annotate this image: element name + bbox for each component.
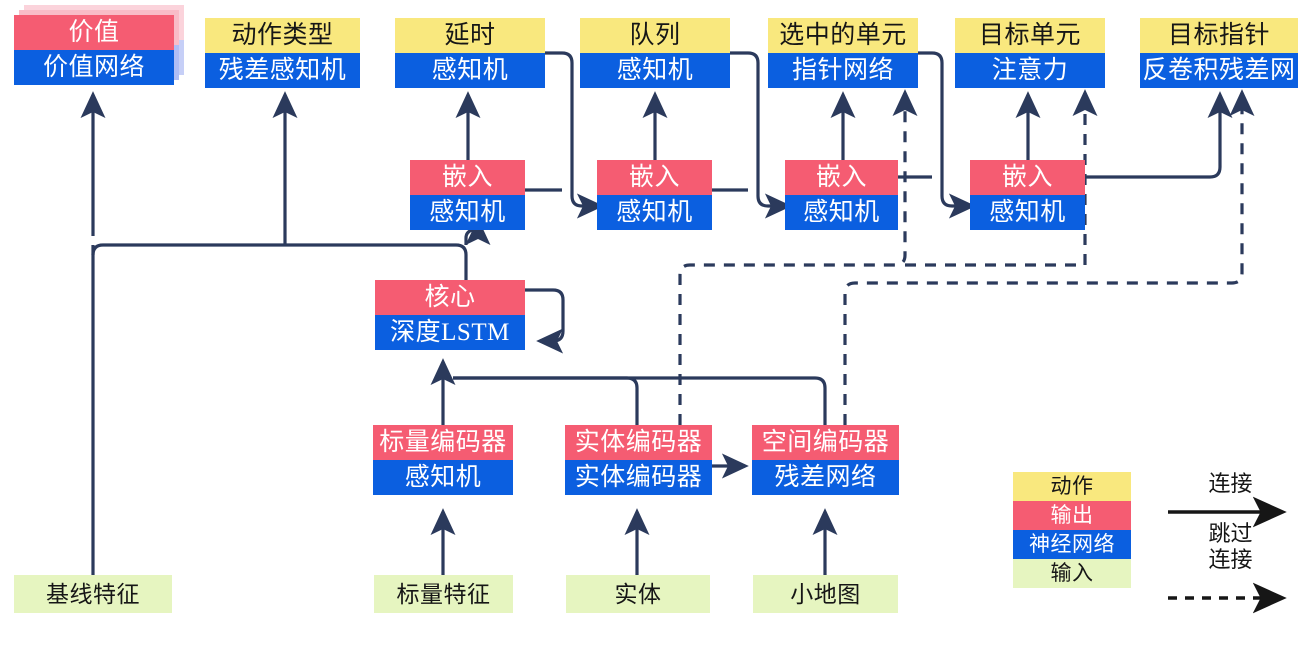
skip-entity-encoder-to-selected-unit: [678, 95, 907, 425]
node-entity-encoder-network-label: 实体编码器: [565, 460, 712, 495]
node-scalar-encoder[interactable]: 标量编码器 感知机: [373, 425, 513, 495]
node-embed-3-output-label: 嵌入: [785, 160, 898, 195]
legend-output-swatch: 输出: [1013, 501, 1131, 530]
input-baseline-features-label: 基线特征: [14, 575, 172, 613]
node-value-output-label: 价值: [14, 15, 174, 50]
node-selected-unit-action-label: 选中的单元: [768, 18, 918, 53]
node-target-unit-action-label: 目标单元: [955, 18, 1105, 53]
node-embed-1-output-label: 嵌入: [410, 160, 525, 195]
node-embed-4-output-label: 嵌入: [970, 160, 1085, 195]
node-delay-action-label: 延时: [395, 18, 545, 53]
node-selected-unit[interactable]: 选中的单元 指针网络: [768, 18, 918, 88]
input-entity-label: 实体: [566, 575, 710, 613]
node-embed-4-network-label: 感知机: [970, 195, 1085, 230]
legend-skip-label-line1: 跳过: [1208, 521, 1253, 546]
node-selected-unit-network-label: 指针网络: [768, 53, 918, 88]
node-scalar-encoder-network-label: 感知机: [373, 460, 513, 495]
node-target-pointer-network-label: 反卷积残差网: [1140, 53, 1298, 88]
legend: 动作 输出 神经网络 输入: [1013, 472, 1131, 588]
wire-core-recurrent-loop: [525, 288, 565, 354]
node-embed-3-network-label: 感知机: [785, 195, 898, 230]
input-entity[interactable]: 实体: [566, 575, 710, 613]
node-action-type-action-label: 动作类型: [205, 18, 360, 53]
legend-network-swatch: 神经网络: [1013, 530, 1131, 559]
skip-spatial-encoder-to-target-pointer: [843, 95, 1244, 425]
node-embed-2-network-label: 感知机: [597, 195, 712, 230]
node-queue-network-label: 感知机: [580, 53, 730, 88]
input-minimap-label: 小地图: [753, 575, 898, 613]
input-minimap[interactable]: 小地图: [753, 575, 898, 613]
node-embed-3[interactable]: 嵌入 感知机: [785, 160, 898, 230]
legend-input-swatch: 输入: [1013, 559, 1131, 588]
wire-spatial-encoder-to-bus: [453, 376, 827, 425]
node-delay-network-label: 感知机: [395, 53, 545, 88]
node-embed-4[interactable]: 嵌入 感知机: [970, 160, 1085, 230]
node-spatial-encoder-network-label: 残差网络: [752, 460, 899, 495]
input-scalar-features-label: 标量特征: [374, 575, 513, 613]
node-delay[interactable]: 延时 感知机: [395, 18, 545, 88]
legend-line-key: 连接 跳过 连接: [1163, 472, 1298, 600]
node-embed-1-network-label: 感知机: [410, 195, 525, 230]
node-embed-2[interactable]: 嵌入 感知机: [597, 160, 712, 230]
node-target-pointer[interactable]: 目标指针 反卷积残差网: [1140, 18, 1298, 88]
node-core-network-label: 深度LSTM: [375, 315, 525, 350]
node-action-type[interactable]: 动作类型 残差感知机: [205, 18, 360, 88]
wire-entity-encoder-to-bus: [453, 376, 639, 425]
node-scalar-encoder-output-label: 标量编码器: [373, 425, 513, 460]
node-target-unit[interactable]: 目标单元 注意力: [955, 18, 1105, 88]
node-queue[interactable]: 队列 感知机: [580, 18, 730, 88]
node-entity-encoder[interactable]: 实体编码器 实体编码器: [565, 425, 712, 495]
node-embed-1[interactable]: 嵌入 感知机: [410, 160, 525, 230]
legend-action-swatch: 动作: [1013, 472, 1131, 501]
input-baseline-features[interactable]: 基线特征: [14, 575, 172, 613]
wire-core-bus-left-corner: [91, 243, 104, 256]
node-value[interactable]: 价值 价值网络: [14, 15, 174, 85]
node-target-unit-network-label: 注意力: [955, 53, 1105, 88]
node-target-pointer-action-label: 目标指针: [1140, 18, 1298, 53]
legend-connection-label: 连接: [1208, 471, 1253, 496]
node-value-network-label: 价值网络: [14, 50, 174, 85]
input-scalar-features[interactable]: 标量特征: [374, 575, 513, 613]
node-core[interactable]: 核心 深度LSTM: [375, 280, 525, 350]
node-core-output-label: 核心: [375, 280, 525, 315]
wire-embed4-to-target-pointer: [1085, 91, 1233, 179]
node-spatial-encoder-output-label: 空间编码器: [752, 425, 899, 460]
node-queue-action-label: 队列: [580, 18, 730, 53]
node-embed-2-output-label: 嵌入: [597, 160, 712, 195]
legend-skip-label-line2: 连接: [1208, 547, 1253, 572]
node-spatial-encoder[interactable]: 空间编码器 残差网络: [752, 425, 899, 495]
wire-core-out-bus-left: [103, 243, 468, 280]
node-entity-encoder-output-label: 实体编码器: [565, 425, 712, 460]
node-action-type-network-label: 残差感知机: [205, 53, 360, 88]
